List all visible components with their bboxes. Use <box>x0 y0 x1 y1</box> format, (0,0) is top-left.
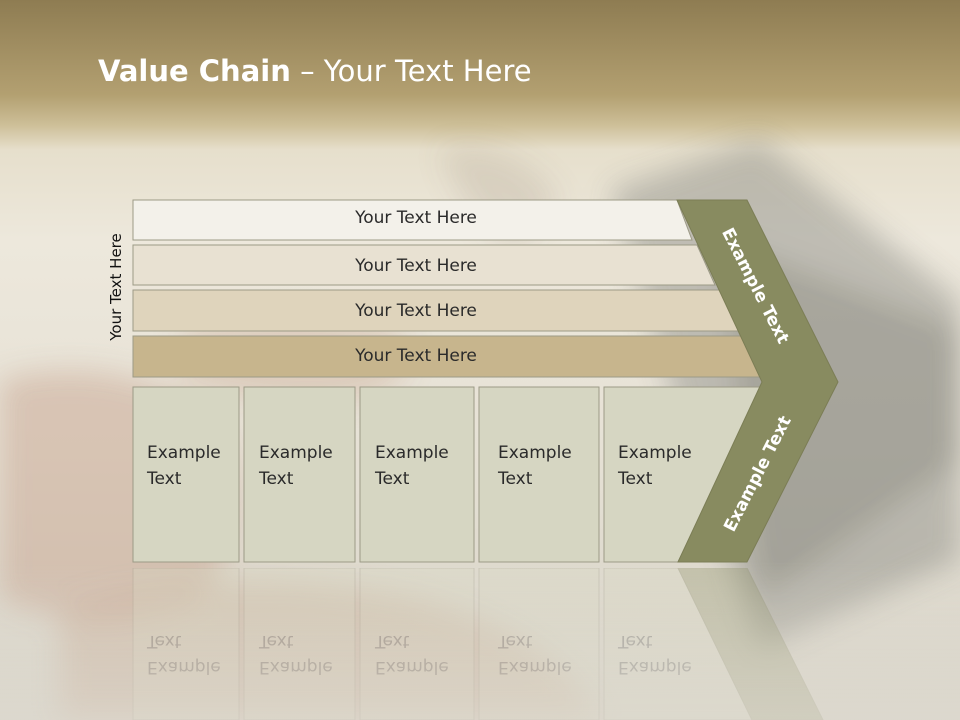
reflection-fade <box>0 560 960 720</box>
cell-2-label: Example Text <box>259 443 333 489</box>
bar-3-label: Your Text Here <box>355 301 477 321</box>
bar-2-shape <box>132 244 716 286</box>
title-rest: – Your Text Here <box>290 54 532 88</box>
cell-3-label: Example Text <box>375 443 449 489</box>
bar-4-label: Your Text Here <box>355 346 477 366</box>
cell-2-shape <box>243 386 356 563</box>
title-bold: Value Chain <box>98 54 291 88</box>
cell-5-label: Example Text <box>618 443 692 489</box>
bar-1-label: Your Text Here <box>355 208 477 228</box>
cell-3-shape <box>359 386 475 563</box>
cell-4-shape <box>478 386 600 563</box>
slide-title: Value Chain – Your Text Here <box>98 54 532 88</box>
cell-4-label: Example Text <box>498 443 572 489</box>
cell-1-shape <box>132 386 240 563</box>
cell-1-label: Example Text <box>147 443 221 489</box>
bar-2-label: Your Text Here <box>355 256 477 276</box>
bar-1-shape <box>132 199 693 241</box>
